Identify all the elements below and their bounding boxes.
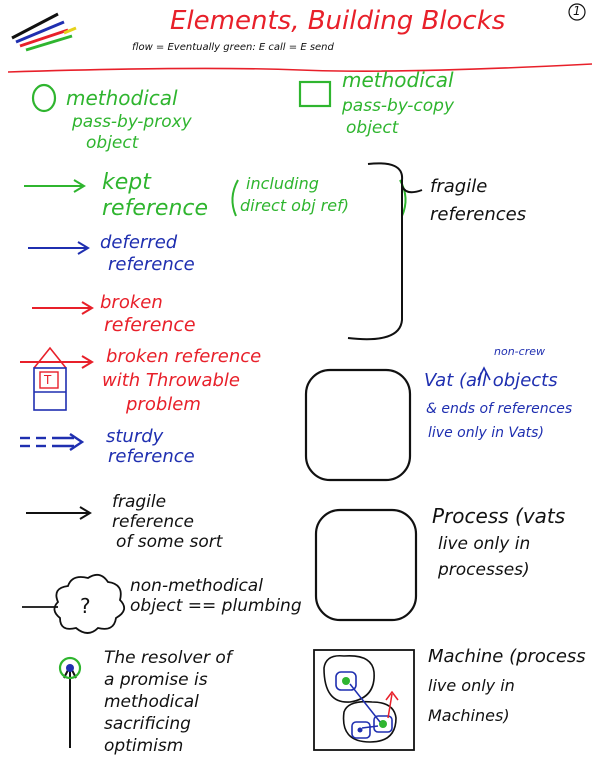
kept-note1: including <box>246 174 319 193</box>
fragile-refs-line2: references <box>430 204 527 225</box>
plumbing-line2: object == plumbing <box>130 596 302 616</box>
machine-diagram <box>313 649 415 751</box>
broken-line1: broken <box>100 292 163 313</box>
resolver-line2: a promise is <box>104 670 208 690</box>
resolver-line4: sacrificing <box>104 714 191 734</box>
page-subtitle: flow = Eventually green: E call = E send <box>132 42 334 53</box>
vat-shape <box>304 368 412 482</box>
deferred-line2: reference <box>108 254 195 275</box>
process-line1: Process (vats <box>432 504 566 528</box>
resolver-line5: optimism <box>104 736 184 756</box>
fragile-some-line3: of some sort <box>116 532 223 552</box>
fragile-some-line2: reference <box>112 512 194 532</box>
proxy-line3: object <box>86 133 139 153</box>
kept-line2: reference <box>102 196 209 221</box>
copy-object-square-icon <box>298 80 332 108</box>
proxy-object-circle-icon <box>31 83 57 113</box>
page-title: Elements, Building Blocks <box>170 6 506 36</box>
fragile-reference-arrow-icon <box>26 506 92 520</box>
machine-line2: live only in <box>428 676 515 695</box>
deferred-reference-arrow-icon <box>28 241 90 255</box>
page-number: 1 <box>573 4 581 18</box>
fragile-refs-line1: fragile <box>430 176 488 197</box>
process-line2: live only in <box>438 534 531 554</box>
vat-line1: Vat (all objects <box>424 370 558 391</box>
caret-mark <box>477 366 491 381</box>
process-line3: processes) <box>438 560 530 580</box>
plumbing-line1: non-methodical <box>130 576 263 596</box>
broken-throwable-arrow-icon <box>20 346 94 411</box>
sturdy-reference-arrow-icon <box>20 433 85 451</box>
pen-strokes-icon <box>11 12 77 52</box>
kept-note2: direct obj ref) <box>240 196 349 215</box>
plumbing-question-mark: ? <box>80 594 91 618</box>
vat-line3: live only in Vats) <box>428 425 544 441</box>
proxy-line2: pass-by-proxy <box>72 112 192 132</box>
throwable-badge: T <box>44 373 52 387</box>
resolver-line1: The resolver of <box>104 648 232 668</box>
plumbing-cloud-icon <box>22 573 126 634</box>
fragile-some-line1: fragile <box>112 492 167 512</box>
sturdy-line2: reference <box>108 446 195 467</box>
vat-line2: & ends of references <box>426 401 573 417</box>
sturdy-line1: sturdy <box>106 426 164 447</box>
deferred-line1: deferred <box>100 232 178 253</box>
header-rule <box>7 63 593 73</box>
copy-line3: object <box>346 118 399 138</box>
throwable-line2: with Throwable <box>102 370 240 391</box>
throwable-line3: problem <box>126 394 201 415</box>
paren-open <box>231 179 239 217</box>
process-shape <box>314 508 418 622</box>
machine-line1: Machine (process <box>428 646 586 667</box>
machine-line3: Machines) <box>428 706 510 725</box>
page-number-circle <box>568 3 586 21</box>
copy-line1: methodical <box>342 68 454 92</box>
fragile-brace <box>347 162 423 341</box>
resolver-line3: methodical <box>104 692 199 712</box>
kept-line1: kept <box>102 170 151 195</box>
broken-reference-arrow-icon <box>32 301 94 315</box>
copy-line2: pass-by-copy <box>342 96 455 116</box>
vat-caret-note: non-crew <box>494 345 545 358</box>
kept-reference-arrow-icon <box>24 179 86 193</box>
throwable-line1: broken reference <box>106 346 262 367</box>
broken-line2: reference <box>104 314 196 336</box>
resolver-icon <box>58 656 82 748</box>
proxy-line1: methodical <box>66 86 178 110</box>
